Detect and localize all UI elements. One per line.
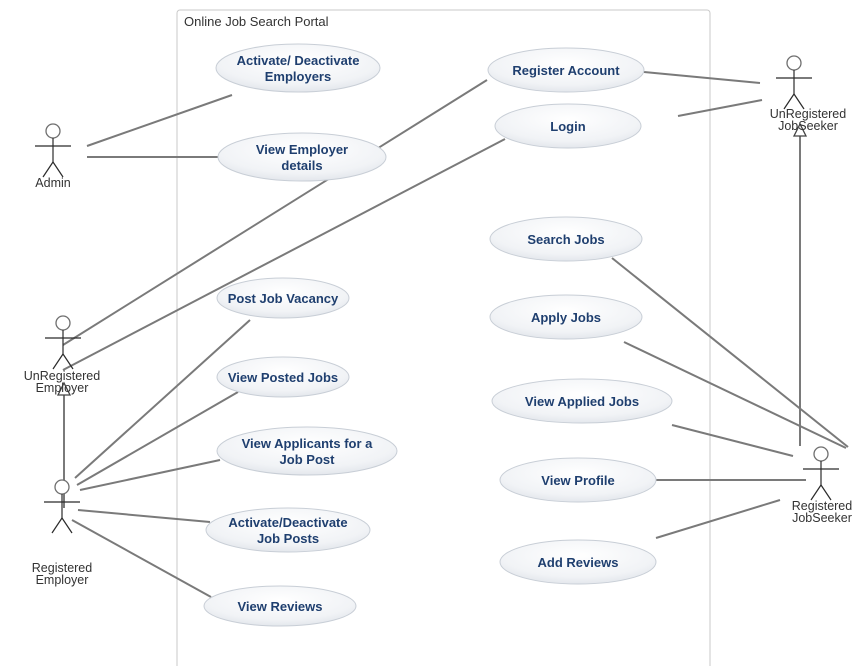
association-line: [77, 509, 211, 523]
actor-label: Admin: [35, 176, 70, 190]
actor-label: UnRegistered: [770, 107, 846, 121]
use-case-ellipse: [489, 216, 643, 262]
actor-label: Registered: [32, 561, 92, 575]
use-case-label: Post Job Vacancy: [228, 291, 339, 306]
association-line: [71, 519, 212, 598]
association-line: [671, 424, 794, 457]
use-case-ellipse: [487, 47, 645, 93]
use-case-label: Register Account: [512, 63, 620, 78]
use-case-label: Job Posts: [257, 531, 319, 546]
use-case-label: Employers: [265, 69, 331, 84]
use-case-label: View Applied Jobs: [525, 394, 639, 409]
stick-figure-icon: [35, 123, 71, 178]
association-line: [79, 459, 221, 491]
use-case-ellipse: [499, 457, 657, 503]
use-case-view-applied-jobs[interactable]: View Applied Jobs: [491, 378, 673, 424]
generalization-arrowhead: [792, 122, 808, 137]
use-case-ellipse: [216, 356, 350, 398]
actor-label: Employer: [36, 381, 89, 395]
associations: [56, 71, 849, 598]
use-case-label: details: [281, 158, 322, 173]
use-case-label: Activate/Deactivate: [228, 515, 347, 530]
use-case-ellipse: [217, 132, 387, 182]
use-case-view-reviews[interactable]: View Reviews: [203, 585, 357, 627]
use-case-label: View Posted Jobs: [228, 370, 338, 385]
association-line: [623, 341, 847, 449]
use-case-ellipse: [215, 43, 381, 93]
association-line: [655, 499, 781, 539]
use-case-label: View Employer: [256, 142, 348, 157]
association-line: [74, 319, 251, 479]
use-case-label: Activate/ Deactivate: [237, 53, 360, 68]
generalization-arrowhead: [56, 381, 72, 396]
association-line: [643, 71, 761, 84]
association-line: [76, 391, 239, 486]
use-case-ellipse: [494, 103, 642, 149]
use-case-label: Apply Jobs: [531, 310, 601, 325]
use-case-search-jobs[interactable]: Search Jobs: [489, 216, 643, 262]
use-case-ellipse: [489, 294, 643, 340]
use-case-ellipse: [216, 277, 350, 319]
use-case-label: View Applicants for a: [242, 436, 374, 451]
use-case-post-job-vacancy[interactable]: Post Job Vacancy: [216, 277, 350, 319]
use-case-ellipse: [203, 585, 357, 627]
use-case-ellipse: [216, 426, 398, 476]
stick-figure-icon: [776, 55, 812, 110]
actor-label: JobSeeker: [792, 511, 852, 525]
stick-figure-icon: [45, 315, 81, 370]
stick-figure-icon: [803, 446, 839, 501]
use-case-add-reviews[interactable]: Add Reviews: [499, 539, 657, 585]
use-case-label: Login: [550, 119, 585, 134]
use-case-ellipse: [499, 539, 657, 585]
use-case-label: Job Post: [280, 452, 336, 467]
association-line: [62, 138, 506, 371]
association-line: [86, 94, 233, 147]
use-case-apply-jobs[interactable]: Apply Jobs: [489, 294, 643, 340]
use-case-view-posted-jobs[interactable]: View Posted Jobs: [216, 356, 350, 398]
actor-label: JobSeeker: [778, 119, 838, 133]
actor-label: Registered: [792, 499, 852, 513]
use-case-ellipse: [491, 378, 673, 424]
use-case-label: View Reviews: [237, 599, 322, 614]
use-case-label: Search Jobs: [527, 232, 604, 247]
use-case-label: Add Reviews: [538, 555, 619, 570]
use-case-register-account[interactable]: Register Account: [487, 47, 645, 93]
use-case-ellipse: [205, 507, 371, 553]
actor-label: Employer: [36, 573, 89, 587]
system-title: Online Job Search Portal: [184, 14, 329, 29]
association-line: [62, 79, 488, 346]
association-line: [611, 257, 849, 448]
stick-figure-icon: [44, 479, 80, 534]
use-case-label: View Profile: [541, 473, 614, 488]
actor-label: UnRegistered: [24, 369, 100, 383]
use-case-login[interactable]: Login: [494, 103, 642, 149]
actors: AdminUnRegisteredEmployerRegisteredEmplo…: [24, 55, 852, 587]
association-line: [677, 99, 763, 117]
actor-admin[interactable]: Admin: [35, 123, 71, 190]
use-case-view-profile[interactable]: View Profile: [499, 457, 657, 503]
